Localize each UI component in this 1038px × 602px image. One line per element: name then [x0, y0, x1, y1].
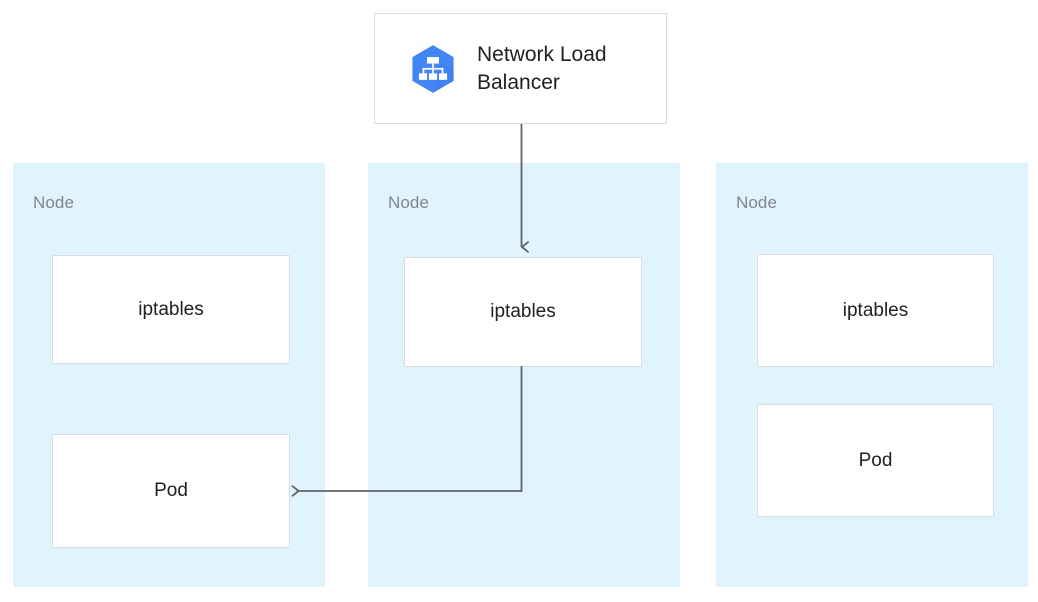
iptables-box-node-2: iptables	[404, 257, 642, 367]
iptables-box-node-3: iptables	[757, 254, 994, 367]
network-load-balancer-label: Network Load Balancer	[477, 43, 607, 94]
network-load-balancer-card: Network Load Balancer	[374, 13, 667, 124]
node-label: Node	[736, 193, 778, 212]
node-label: Node	[388, 193, 430, 212]
iptables-box-label: iptables	[138, 298, 204, 320]
node-panel-3: Node iptables Pod	[716, 163, 1028, 587]
node-panel-1: Node iptables Pod	[13, 163, 325, 587]
node-label: Node	[33, 193, 75, 212]
iptables-box-label: iptables	[490, 301, 556, 323]
pod-box-node-1: Pod	[52, 434, 290, 548]
pod-box-node-3: Pod	[757, 404, 994, 517]
iptables-box-label: iptables	[842, 299, 909, 321]
pod-box-label: Pod	[858, 449, 893, 471]
iptables-box-node-1: iptables	[52, 255, 290, 364]
node-panel-2: Node iptables	[368, 163, 680, 587]
pod-box-label: Pod	[154, 480, 188, 502]
network-load-balancer-icon	[412, 44, 454, 93]
